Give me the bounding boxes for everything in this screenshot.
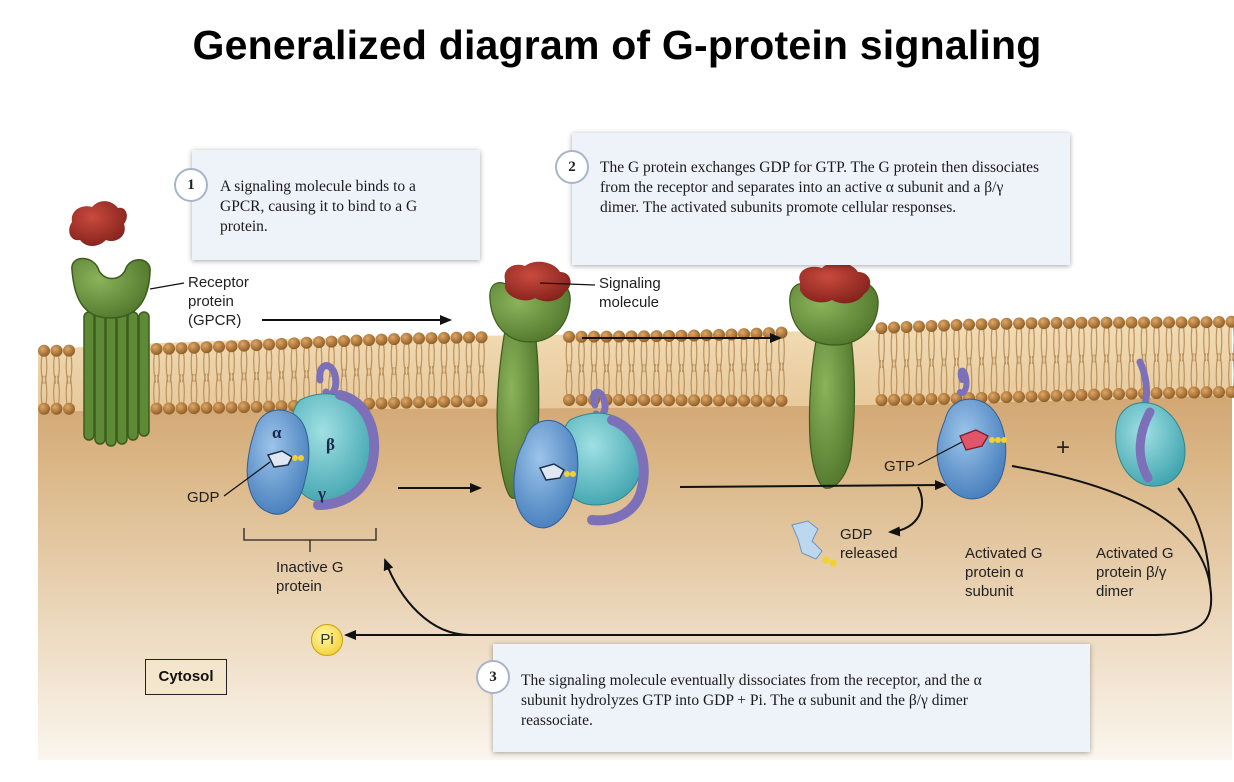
alpha-subunit-label: α <box>272 423 282 442</box>
g-protein-inactive <box>246 362 380 515</box>
step-3-callout: The signaling molecule eventually dissoc… <box>493 644 1090 752</box>
gdp-released-label: GDP released <box>840 526 898 562</box>
receptor-gpcr-unbound <box>71 257 151 447</box>
step-3-number: 3 <box>476 660 510 694</box>
g-protein-receptor-complex <box>513 388 649 529</box>
activated-alpha-subunit <box>936 367 1007 500</box>
inactive-g-protein-label: Inactive G protein <box>276 559 344 595</box>
step-1-callout: A signaling molecule binds to a GPCR, ca… <box>192 150 480 260</box>
inactive-bracket <box>243 528 377 552</box>
step-2-number: 2 <box>555 150 589 184</box>
gdp-release-arrow-icon <box>888 486 923 537</box>
leader-lines <box>149 282 963 497</box>
lipid-tails <box>40 325 1234 405</box>
step-2-text: The G protein exchanges GDP for GTP. The… <box>600 159 1040 216</box>
activated-beta-gamma-dimer <box>1115 358 1186 487</box>
cytosol-label: Cytosol <box>145 659 227 695</box>
beta-subunit-label: β <box>326 435 335 454</box>
activated-alpha-label: Activated G protein α subunit <box>965 545 1043 600</box>
plus-sign: + <box>1056 434 1071 461</box>
gdp-released-molecule <box>791 520 837 567</box>
dimer-join-line <box>1177 487 1211 586</box>
step-1-text: A signaling molecule binds to a GPCR, ca… <box>220 178 418 235</box>
receptor-bound-2 <box>789 262 879 489</box>
page-title: Generalized diagram of G-protein signali… <box>192 22 1042 68</box>
step-3-text: The signaling molecule eventually dissoc… <box>521 672 982 729</box>
signaling-molecule-free <box>69 201 127 246</box>
step-2-callout: The G protein exchanges GDP for GTP. The… <box>572 133 1070 265</box>
step-1-number: 1 <box>174 168 208 202</box>
signaling-molecule-label: Signaling molecule <box>599 275 661 311</box>
phosphate-icon: Pi <box>311 624 343 656</box>
right-arrow-icon <box>262 315 947 493</box>
gamma-subunit-label: γ <box>318 484 326 503</box>
gtp-label: GTP <box>884 458 915 475</box>
gdp-label: GDP <box>187 489 220 506</box>
receptor-label: Receptor protein (GPCR) <box>188 274 249 329</box>
curved-return-arrow-icon <box>383 465 1213 636</box>
activated-beta-gamma-label: Activated G protein β/γ dimer <box>1096 545 1174 600</box>
